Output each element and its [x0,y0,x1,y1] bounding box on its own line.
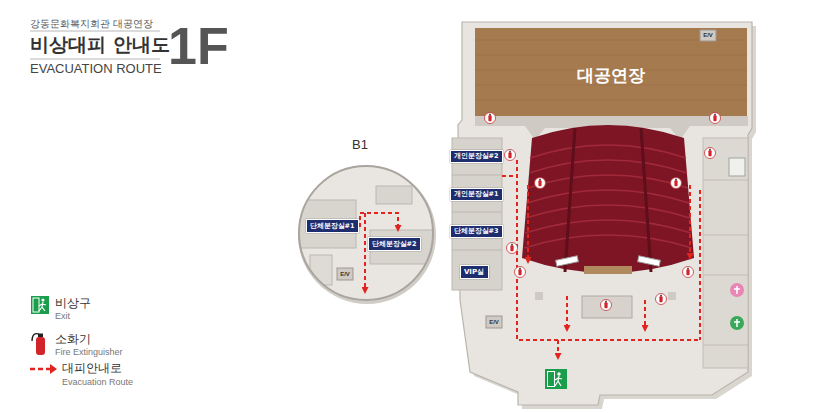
room-name: 단체분장실#3 [454,226,499,237]
plan-label: E/V [700,30,716,41]
plan-label: 1F [168,18,229,74]
room-label-box: 개인분장실#2 [450,150,503,163]
room-label-box: VIP실 [460,265,489,279]
room-label-box: 개인분장실#1 [450,188,503,201]
room-label-box: 단체분장실#1 [306,219,359,233]
plan-label: 강동문화복지회관 대공연장 [30,17,153,31]
legend-text: 대피안내로 [62,361,122,375]
plan-label: Fire Extinguisher [55,347,123,357]
room-name: 단체분장실#2 [372,238,417,250]
plan-label: Evacuation Route [62,377,133,387]
plan-label: EVACUATION ROUTE [30,61,162,76]
stage-area: 대공연장 [475,28,747,116]
legend-text: 비상구 [55,296,91,310]
room-name: 개인분장실#1 [454,189,499,200]
room-label-box: 단체분장실#2 [368,237,421,251]
room-label-box: 단체분장실#3 [450,225,503,238]
plan-label: E/V [337,268,353,280]
title-text: 비상대피 안내도 [30,33,170,55]
legend-text: 소화기 [55,332,91,346]
inset-circle: B1단체분장실#1단체분장실#2 [298,165,434,301]
room-name: VIP실 [464,266,484,278]
room-name: 단체분장실#1 [310,220,355,232]
plan-label: E/V [486,316,502,328]
inset-heading: B1 [352,137,368,152]
plan-label: Exit [55,311,70,321]
room-name: 개인분장실#2 [454,151,499,162]
area-label: 대공연장 [577,64,645,87]
